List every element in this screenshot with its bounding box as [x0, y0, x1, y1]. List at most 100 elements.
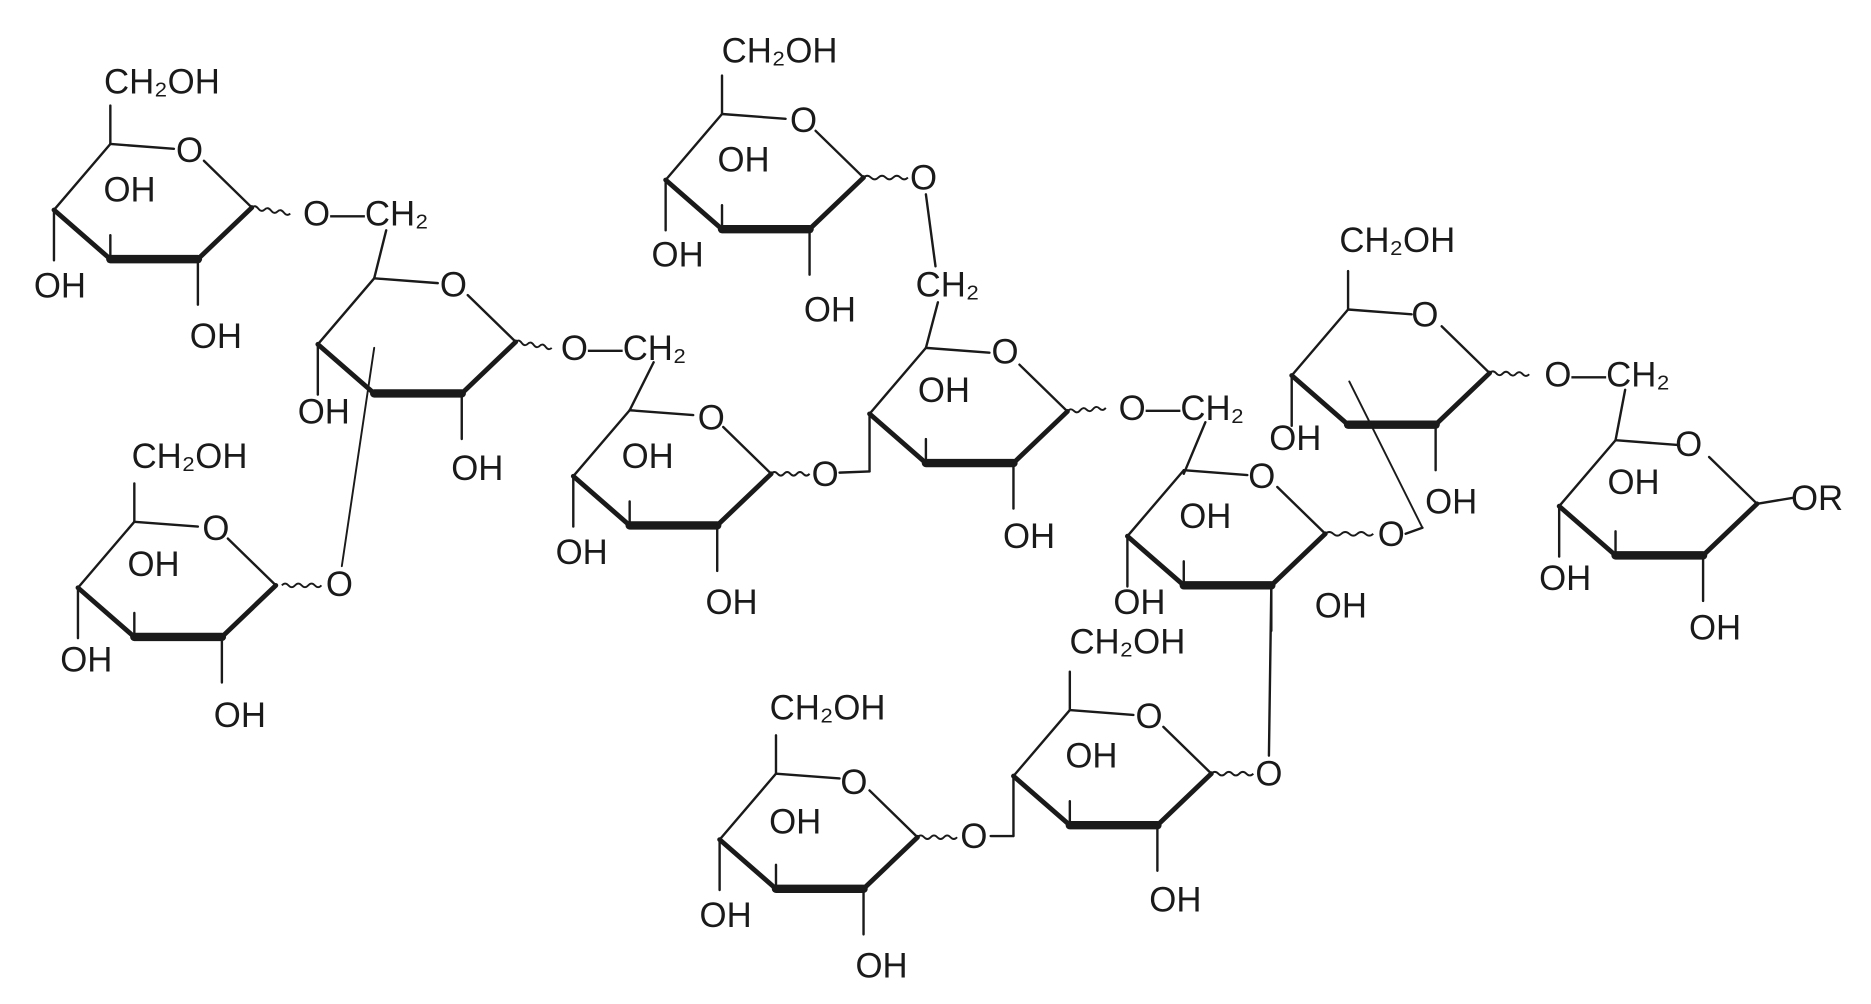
ring-bond	[133, 520, 200, 528]
ring-bond	[1068, 708, 1135, 717]
ring-bond	[774, 772, 841, 780]
ring-bond	[718, 772, 778, 841]
bond	[1267, 584, 1273, 757]
atom-label: CH₂OH	[104, 64, 220, 102]
atom-label: O	[1135, 698, 1162, 736]
atom-label: O	[992, 333, 1019, 371]
atom-label: O	[910, 160, 937, 198]
wavy-bond	[1324, 531, 1374, 537]
ring-bond	[1162, 725, 1213, 775]
atom-label: CH₂OH	[722, 32, 838, 70]
ring-bond	[466, 293, 517, 344]
atom-label: O	[1675, 426, 1702, 464]
atom-label: OH	[652, 236, 704, 274]
atom-label: O	[326, 566, 353, 604]
atom-label: OH	[700, 897, 752, 935]
atom-label: OH	[1113, 584, 1165, 622]
atom-label: OH	[769, 804, 821, 842]
wavy-bond	[1210, 770, 1255, 777]
atom-label: OH	[1607, 464, 1659, 502]
atom-label: OH	[556, 534, 608, 572]
atom-label: OH	[1149, 882, 1201, 920]
atom-label: O—CH₂	[1544, 356, 1670, 394]
ring-bond-wedge	[1433, 370, 1493, 428]
ring-bond	[1276, 485, 1327, 535]
ring-bond-wedge	[807, 175, 866, 232]
ring-bond	[1018, 363, 1069, 413]
atom-label: OH	[190, 318, 242, 356]
ring-bond-wedge	[1011, 409, 1070, 466]
ring-bond	[720, 112, 787, 121]
atom-label: OH	[1179, 498, 1231, 536]
atom-label: OH	[34, 268, 86, 306]
atom-label: O	[790, 102, 817, 140]
bond	[1755, 496, 1795, 505]
atom-label: OH	[1539, 560, 1591, 598]
atom-label: OH	[1425, 483, 1477, 521]
ring-bond	[1557, 439, 1617, 508]
wavy-bond	[916, 834, 958, 840]
atom-label: O	[840, 764, 867, 802]
wavy-bond	[770, 471, 811, 477]
atom-label: OH	[214, 697, 266, 735]
wavy-bond	[515, 339, 553, 351]
ring-bond-wedge	[717, 837, 779, 892]
bond	[1182, 421, 1207, 476]
ring-bond-wedge	[315, 341, 377, 396]
bond	[924, 193, 937, 268]
bond	[1614, 388, 1627, 442]
ring-bond	[628, 409, 695, 417]
ring-bond	[572, 409, 631, 478]
atom-label: OH	[718, 142, 770, 180]
wavy-bond	[251, 205, 291, 216]
atom-label: O	[960, 818, 987, 856]
bond	[1404, 526, 1424, 535]
atom-label: O	[698, 399, 725, 437]
ring-bond	[1707, 455, 1759, 505]
ring-bond	[924, 346, 991, 354]
wavy-bond	[862, 174, 909, 181]
atom-label: OR	[1791, 480, 1843, 518]
ring-bond	[1440, 325, 1491, 375]
atom-label: CH₂OH	[132, 438, 248, 476]
atom-label: OH	[804, 291, 856, 329]
ring-bond	[202, 159, 254, 209]
atom-label: OH	[1065, 738, 1117, 776]
atom-label: CH₂	[916, 266, 980, 304]
ring-bond-wedge	[51, 207, 113, 262]
bond	[924, 301, 940, 350]
ring-bond	[52, 142, 112, 212]
ring-bond-wedge	[1011, 773, 1073, 828]
atom-label: OH	[1269, 420, 1321, 458]
atom-label: OH	[451, 450, 503, 488]
atom-label: O	[176, 132, 203, 170]
atom-label: CH₂OH	[770, 690, 886, 728]
ring-bond-wedge	[714, 471, 774, 528]
atom-label: OH	[298, 393, 350, 431]
atom-label: OH	[918, 372, 970, 410]
ring-bond	[868, 346, 928, 416]
ring-bond	[1012, 708, 1072, 778]
atom-label: OH	[127, 546, 179, 584]
atom-label: OH	[60, 642, 112, 680]
ring-bond-wedge	[1268, 531, 1328, 588]
wavy-bond	[281, 582, 323, 589]
ring-bond-wedge	[1556, 503, 1618, 558]
ring-bond	[1182, 469, 1249, 477]
atom-label: OH	[855, 948, 907, 986]
ring-bond	[664, 112, 724, 182]
ring-bond	[1126, 469, 1185, 538]
atom-label: CH₂OH	[1339, 222, 1455, 260]
atom-label: OH	[622, 438, 674, 476]
ring-bond-wedge	[570, 473, 633, 528]
atom-label: OH	[1689, 609, 1741, 647]
ring-bond-wedge	[219, 582, 279, 640]
ring-bond-wedge	[867, 411, 929, 466]
ring-bond	[373, 277, 439, 285]
atom-label: O—CH₂	[1119, 390, 1245, 428]
ring-bond	[76, 520, 136, 589]
atom-label: O—CH₂	[303, 196, 429, 234]
atom-label: O	[1411, 296, 1438, 334]
